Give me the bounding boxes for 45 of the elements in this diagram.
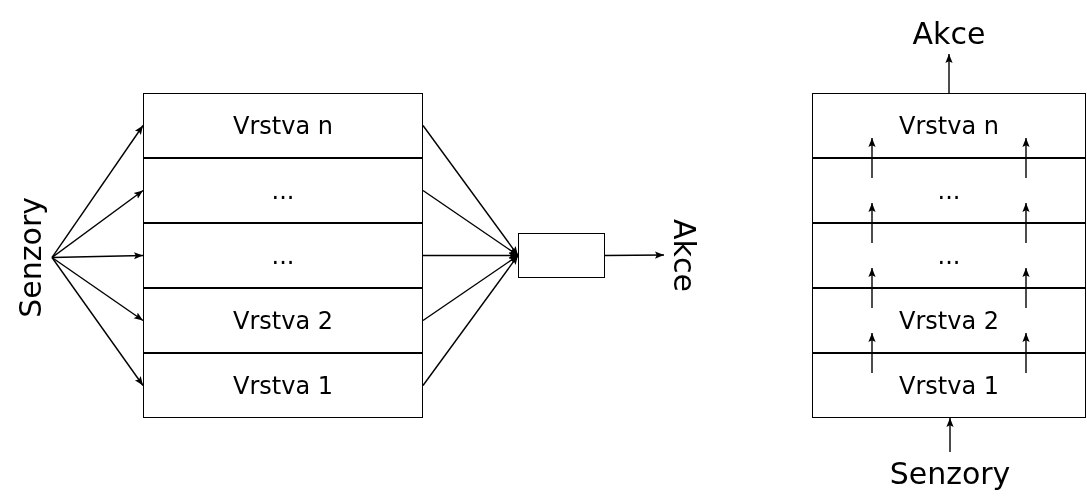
arrow: [1022, 332, 1030, 374]
layer-box: [143, 223, 423, 288]
arrow: [422, 254, 519, 322]
node-label: Vrstva n: [233, 111, 333, 140]
arrow: [51, 252, 144, 260]
node-label: Vrstva 1: [233, 371, 333, 400]
layer-box: [812, 158, 1086, 223]
layer-box: [143, 288, 423, 353]
node-label: Akce: [666, 218, 702, 292]
layer-box: [143, 93, 423, 158]
arrow: [946, 417, 954, 453]
arrow: [868, 202, 876, 244]
layer-box: [812, 288, 1086, 353]
arrow: [868, 137, 876, 179]
arrow: [945, 53, 953, 94]
arrow: [51, 256, 144, 322]
arrow: [1022, 137, 1030, 179]
empty-box: [518, 233, 605, 278]
arrow: [51, 256, 144, 387]
node-label: Senzory: [12, 197, 48, 318]
arrow: [1022, 267, 1030, 309]
node-label: ...: [937, 241, 961, 270]
arrow: [868, 332, 876, 374]
node-label: ...: [271, 176, 295, 205]
node-label: ...: [271, 241, 295, 270]
node-label: Vrstva 2: [233, 306, 333, 335]
arrow: [868, 267, 876, 309]
arrow: [1022, 202, 1030, 244]
layer-box: [812, 93, 1086, 158]
node-label: Vrstva 1: [899, 371, 999, 400]
arrow: [422, 254, 519, 387]
node-label: ...: [937, 176, 961, 205]
node-label: Vrstva n: [899, 111, 999, 140]
arrow: [422, 189, 519, 257]
arrow: [422, 251, 519, 260]
arrow: [604, 251, 665, 259]
layer-box: [143, 158, 423, 223]
arrow: [51, 189, 144, 259]
arrow: [51, 124, 144, 259]
node-label: Akce: [912, 15, 986, 51]
layer-box: [143, 353, 423, 418]
layer-box: [812, 353, 1086, 418]
node-label: Senzory: [889, 455, 1011, 491]
node-label: Vrstva 2: [899, 306, 999, 335]
layer-box: [812, 223, 1086, 288]
